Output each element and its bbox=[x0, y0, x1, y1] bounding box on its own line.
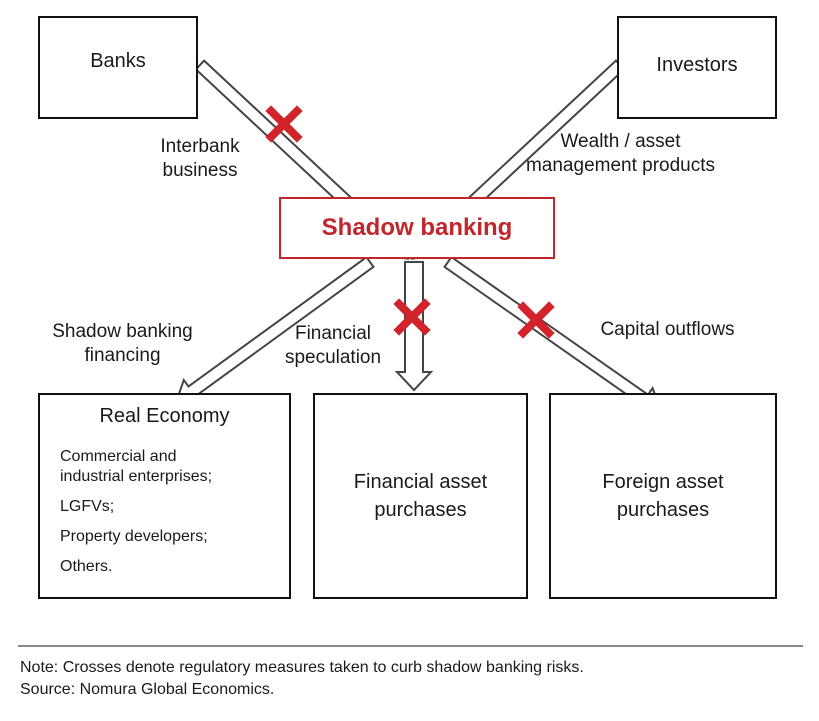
list-item: industrial enterprises; bbox=[60, 468, 213, 485]
foreign-asset-label-1: Foreign asset bbox=[602, 471, 724, 493]
list-item: Commercial and bbox=[60, 448, 177, 465]
note-line: Note: Crosses denote regulatory measures… bbox=[20, 659, 584, 676]
note-divider bbox=[18, 645, 803, 647]
real-economy-title: Real Economy bbox=[99, 405, 230, 427]
shadow-banking-box: Shadow banking bbox=[279, 197, 555, 259]
foreign-asset-label-2: purchases bbox=[616, 499, 710, 521]
source-line: Source: Nomura Global Economics. bbox=[20, 681, 275, 698]
real-economy-list: Commercial and industrial enterprises; L… bbox=[60, 447, 212, 577]
investors-box: Investors bbox=[617, 16, 777, 119]
financial-asset-box: Financial asset purchases bbox=[313, 393, 528, 599]
financial-asset-label-1: Financial asset bbox=[353, 471, 488, 493]
banks-box: Banks bbox=[38, 16, 198, 119]
x-mark-icon bbox=[265, 105, 303, 143]
arrow-shadow-to-financial bbox=[394, 261, 434, 392]
financial-asset-label-2: purchases bbox=[374, 499, 467, 521]
list-item: Others. bbox=[60, 558, 113, 575]
foreign-asset-box: Foreign asset purchases bbox=[549, 393, 777, 599]
real-economy-box: Real Economy Commercial and industrial e… bbox=[38, 393, 291, 599]
list-item: Property developers; bbox=[60, 528, 208, 545]
banks-label: Banks bbox=[90, 50, 146, 72]
shadow-banking-label: Shadow banking bbox=[321, 214, 513, 241]
capital-outflows-label: Capital outflows bbox=[600, 319, 735, 340]
investors-label: Investors bbox=[656, 54, 738, 76]
x-mark-icon bbox=[393, 298, 431, 336]
x-mark-icon bbox=[517, 301, 555, 339]
list-item: LGFVs; bbox=[60, 498, 115, 515]
